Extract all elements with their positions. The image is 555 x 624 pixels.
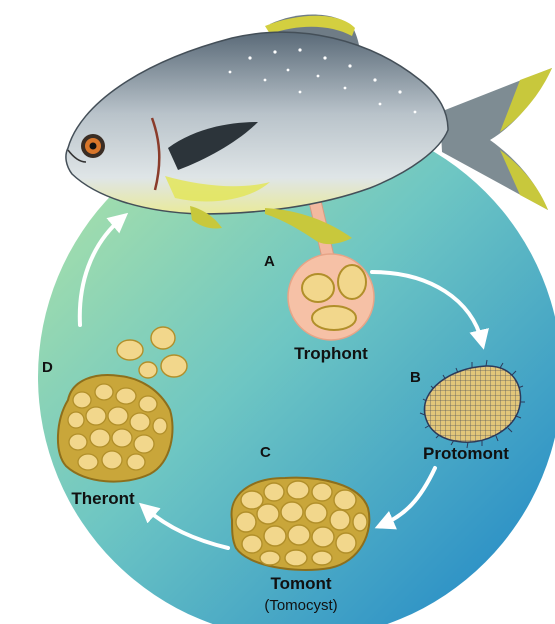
tomont-cyst-icon — [232, 478, 370, 570]
stage-b-letter: B — [410, 369, 421, 386]
trophont-cell-icon — [288, 254, 374, 340]
stage-c-subtitle: (Tomocyst) — [264, 597, 337, 614]
stage-d-letter: D — [42, 359, 53, 376]
stage-a-letter: A — [264, 253, 275, 270]
stage-c-letter: C — [260, 444, 271, 461]
stage-b-name: Protomont — [423, 444, 509, 463]
stage-a-name: Trophont — [294, 344, 368, 363]
stage-d-name: Theront — [71, 489, 135, 508]
stage-c-name: Tomont — [270, 574, 331, 593]
